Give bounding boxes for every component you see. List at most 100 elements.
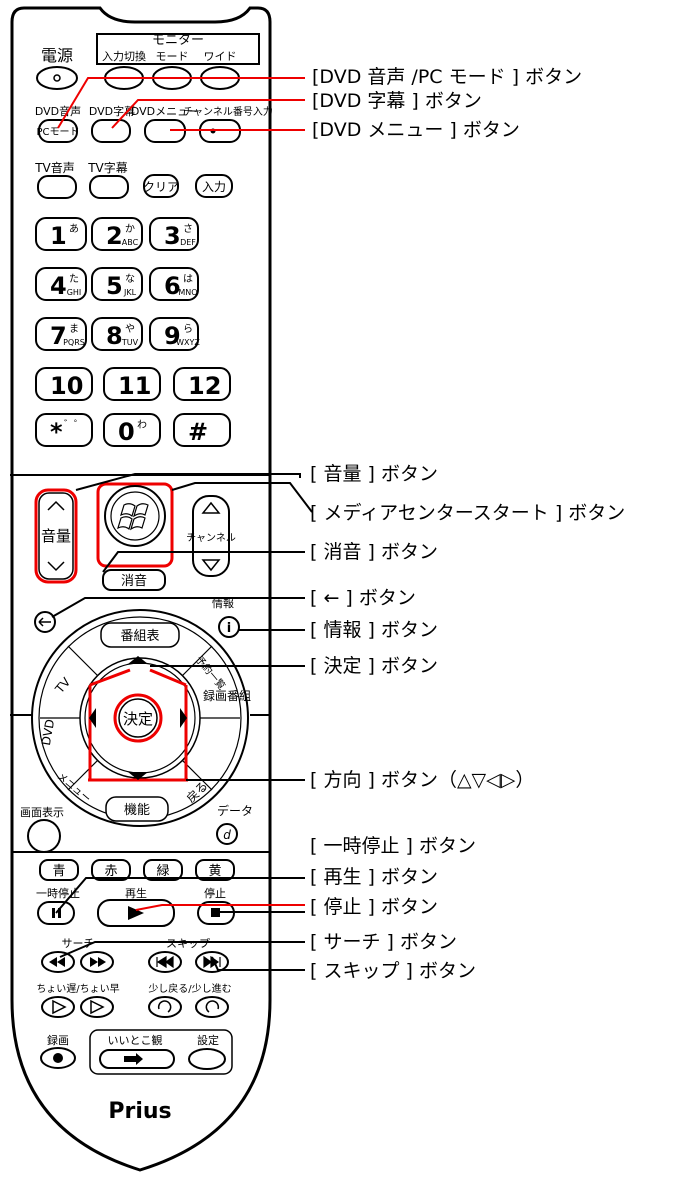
enter-button[interactable] [118,698,158,738]
digit-nine-button[interactable] [149,317,199,351]
color-key-label: 緑 [156,864,169,879]
power-button[interactable] [36,66,78,90]
screen-display-button[interactable] [27,819,61,853]
digit-kana: わ [137,419,147,431]
svg-text:消音: 消音 [121,573,147,589]
svg-text:DVDメニュー: DVDメニュー [131,105,199,118]
svg-text:画面表示: 画面表示 [20,805,64,819]
svg-text:TV字幕: TV字幕 [87,160,128,175]
recorded-programs-button[interactable]: 録画番組 [203,688,251,703]
replay-button[interactable] [148,996,182,1018]
digit-label: 11 [118,372,151,400]
svg-text:決定: 決定 [123,710,153,728]
digit-label: 7 [50,322,67,350]
color-key-3-button[interactable] [195,859,235,881]
dvd-button[interactable]: DVD [39,718,57,747]
svg-text:スキップ: スキップ [166,937,210,950]
info-button[interactable] [218,616,240,638]
left-arrow-icon [38,617,51,627]
digit-twelve-button[interactable] [173,367,231,401]
svg-text:少し戻る/少し進む: 少し戻る/少し進む [148,982,231,995]
callout-play: [ 再生 ] ボタン [310,866,438,888]
digit-label: * [50,418,63,446]
digit-label: 9 [164,322,181,350]
right-direction-icon[interactable] [180,708,187,728]
digit-kana: ま [69,323,79,335]
setting-button[interactable] [188,1048,226,1070]
volume-label: 音量 [41,527,71,545]
digit-ten-button[interactable] [35,367,93,401]
digit-label: 0 [118,418,135,446]
input-button[interactable] [195,174,233,198]
svg-text:番組表: 番組表 [120,629,159,644]
digit-five-button[interactable] [91,267,143,301]
stop-icon [211,908,220,917]
up-arrow-icon[interactable] [128,656,148,664]
channel-button[interactable] [192,495,230,577]
callout-info: [ 情報 ] ボタン [310,619,438,641]
color-key-label: 黄 [208,864,221,879]
clear-button[interactable] [143,174,179,198]
monitor-button-label: 入力切換 [102,50,146,63]
digit-hash-button[interactable] [173,413,231,447]
callout-enter: [ 決定 ] ボタン [310,655,438,677]
callout-direction: [ 方向 ] ボタン（△▽◁▷） [310,769,535,791]
dvd-subtitle-button[interactable] [91,119,131,143]
digit-asterisk-button[interactable] [35,413,93,447]
monitor-label: モニター [152,33,204,48]
epg-button[interactable] [100,622,180,648]
mute-button[interactable] [102,569,166,591]
digit-label: 2 [106,222,123,250]
digit-kana: ゛゜ [64,419,84,431]
tv-subtitle-button[interactable] [89,175,129,199]
skip-ahead-button[interactable] [195,996,229,1018]
tv-audio-button[interactable] [37,175,77,199]
svg-text:入力: 入力 [202,180,226,194]
digit-two-button[interactable] [91,217,143,251]
svg-text:データ: データ [217,803,253,818]
callout-search: [ サーチ ] ボタン [310,931,457,953]
volume-button[interactable] [38,492,74,580]
color-key-label: 青 [52,864,65,879]
digit-seven-button[interactable] [35,317,87,351]
color-key-label: 赤 [104,864,117,879]
callout-stop: [ 停止 ] ボタン [310,896,438,918]
brand-logo: Prius [108,1099,171,1124]
play-icon [128,906,144,920]
function-button[interactable] [105,796,169,822]
down-arrow-icon[interactable] [128,772,148,780]
digit-alpha: JKL [123,288,137,297]
digit-eleven-button[interactable] [103,367,161,401]
left-direction-icon[interactable] [89,708,96,728]
dvd-audio-pc-mode-button[interactable] [38,119,78,143]
color-key-1-button[interactable] [91,859,131,881]
digit-alpha: WXYZ [176,338,200,347]
digit-kana: は [183,273,193,285]
color-key-0-button[interactable] [39,859,79,881]
digit-one-button[interactable] [35,217,87,251]
svg-text:設定: 設定 [197,1033,219,1047]
digit-alpha: PQRS [63,338,85,347]
digit-label: # [188,418,208,446]
digit-label: 10 [50,372,83,400]
digit-alpha: TUV [121,338,139,347]
fast-button[interactable] [80,996,114,1018]
callout-volume: [ 音量 ] ボタン [310,463,438,485]
direction-highlight [89,668,187,687]
callout-mute: [ 消音 ] ボタン [310,541,438,563]
digit-six-button[interactable] [149,267,199,301]
digit-zero-button[interactable] [103,413,161,447]
digit-four-button[interactable] [35,267,87,301]
svg-text:PCモード: PCモード [36,127,79,138]
digit-kana: た [69,273,79,285]
digit-eight-button[interactable] [91,317,143,351]
power-label: 電源 [41,46,73,65]
color-key-2-button[interactable] [143,859,183,881]
iitoko-arrow-icon [124,1053,143,1065]
slow-button[interactable] [41,996,75,1018]
digit-three-button[interactable] [149,217,199,251]
callout-dvd-menu: [DVD メニュー ] ボタン [312,119,520,141]
digit-alpha: GHI [67,288,82,297]
data-button[interactable] [216,823,238,845]
